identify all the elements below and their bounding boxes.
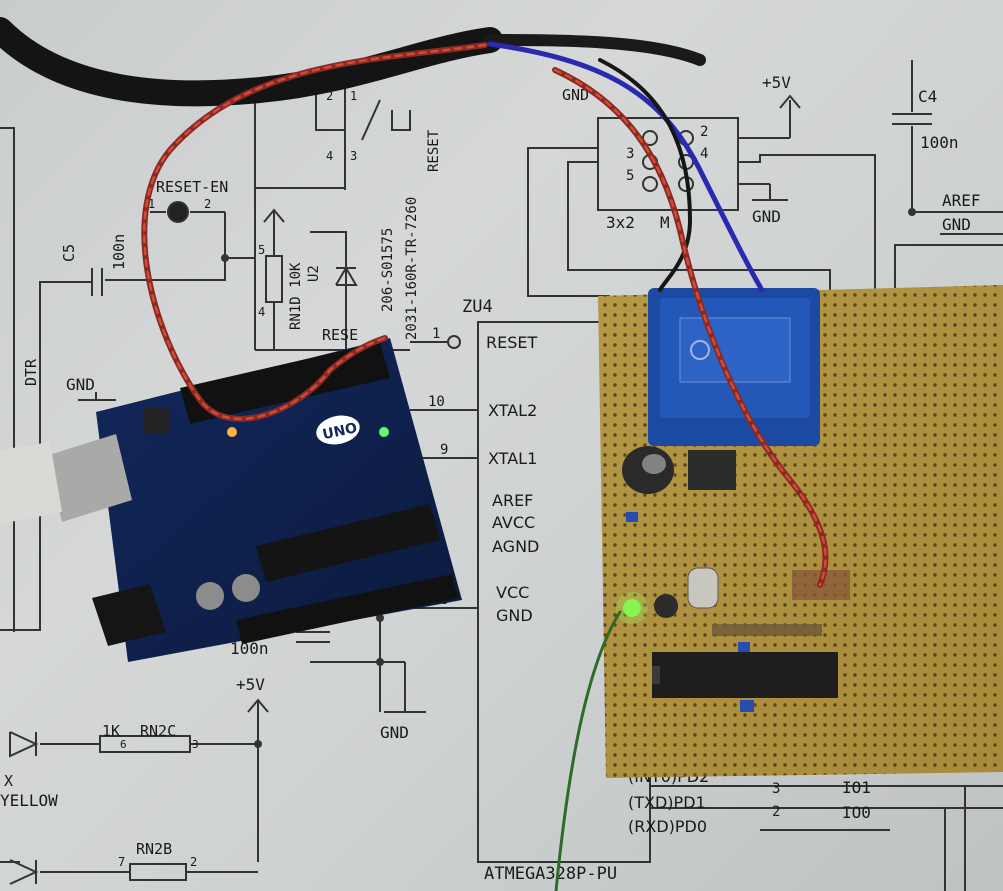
- pin-agnd: AGND: [492, 537, 539, 556]
- regulator: [688, 450, 736, 490]
- net-io1: IO1: [842, 778, 871, 797]
- reset-en-label: RESET-EN: [156, 178, 228, 196]
- header-pin-3: 3: [626, 146, 634, 162]
- pin-gnd: GND: [496, 606, 533, 625]
- pin-number-2: 2: [772, 804, 780, 820]
- perfboard: [598, 285, 1003, 778]
- pin-avcc: AVCC: [492, 513, 535, 532]
- pin-reset: RESET: [486, 333, 537, 352]
- pin-pd0: (RXD)PD0: [628, 817, 707, 836]
- transformer: [648, 288, 820, 446]
- reset-switch-pin2: 2: [326, 89, 333, 103]
- pin-number-1: 1: [432, 326, 440, 342]
- rn2c-pin6: 6: [120, 738, 127, 751]
- rn2b-pin2: 2: [190, 855, 197, 869]
- reset-switch-pin4: 4: [326, 149, 333, 163]
- chip-part: ATMEGA328P-PU: [484, 864, 617, 884]
- c-bottom-value: 100n: [230, 639, 269, 658]
- rn2b-pin7: 7: [118, 855, 125, 869]
- reset-switch-part2: 2031-160R-TR-7260: [404, 197, 420, 340]
- rn1-label: RN1D 10K: [288, 262, 304, 330]
- rn1-pin5: 5: [258, 243, 265, 257]
- reset-switch-label: RESET: [426, 129, 442, 172]
- pin-xtal1: XTAL1: [488, 449, 537, 468]
- black-wire: [598, 58, 693, 292]
- reset-short-label: RESE: [322, 326, 358, 344]
- pin-pd1: (TXD)PD1: [628, 793, 706, 812]
- crystal: [687, 567, 719, 609]
- reset-en-pin1: 1: [148, 197, 155, 211]
- rn1-pin4: 4: [258, 305, 265, 319]
- uno-orange-led: [227, 427, 237, 437]
- reset-switch-pin3: 3: [350, 149, 357, 163]
- rn2c-value: 1K: [102, 722, 120, 740]
- pin-xtal2: XTAL2: [488, 401, 537, 420]
- reset-en-pin2: 2: [204, 197, 211, 211]
- rn1-ref: U2: [306, 265, 322, 282]
- power-5v-bottom: +5V: [236, 675, 265, 694]
- net-io0: IO0: [842, 803, 871, 822]
- uno-green-led: [379, 427, 389, 437]
- header-pin-2: 2: [700, 124, 708, 140]
- header-pin-5: 5: [626, 168, 634, 184]
- pin-aref: AREF: [492, 491, 533, 510]
- led-yellow-x: X: [4, 772, 13, 790]
- net-gnd: GND: [942, 215, 971, 234]
- pin-number-10: 10: [428, 394, 445, 410]
- header-m: M: [660, 213, 670, 232]
- black-cable: [0, 17, 503, 107]
- rn2c-label: RN2C: [140, 722, 176, 740]
- gnd-label-top: GND: [562, 86, 589, 104]
- rn2c-pin3: 3: [192, 738, 199, 751]
- chip-ref: ZU4: [462, 297, 493, 317]
- pin-vcc: VCC: [496, 583, 529, 602]
- atmega-dip-chip: [652, 652, 838, 698]
- gnd-label-header: GND: [752, 207, 781, 226]
- gnd-label-left: GND: [66, 375, 95, 394]
- reset-switch-part1: 206-S01575: [380, 228, 396, 312]
- dtr-label: DTR: [22, 358, 40, 386]
- net-aref: AREF: [942, 191, 981, 210]
- green-led: [623, 599, 641, 617]
- power-5v-top: +5V: [762, 73, 791, 92]
- led-yellow-label: YELLOW: [0, 791, 58, 810]
- c4-ref: C4: [918, 87, 937, 106]
- header-pin-4: 4: [700, 146, 708, 162]
- blue-wire: [487, 41, 765, 293]
- schematic-sheet: [0, 60, 1003, 891]
- gnd-label-bottom: GND: [380, 723, 409, 742]
- pin-number-3: 3: [772, 781, 780, 797]
- c4-value: 100n: [920, 133, 959, 152]
- pin-number-9: 9: [440, 442, 448, 458]
- uno-logo: UNO: [321, 420, 359, 443]
- rn2b-label: RN2B: [136, 840, 172, 858]
- cables: [0, 17, 829, 891]
- reset-switch-pin1: 1: [350, 89, 357, 103]
- header-name: 3x2: [606, 213, 635, 232]
- c5-value: 100n: [110, 234, 128, 270]
- green-wire: [554, 610, 622, 891]
- c5-ref: C5: [60, 244, 78, 262]
